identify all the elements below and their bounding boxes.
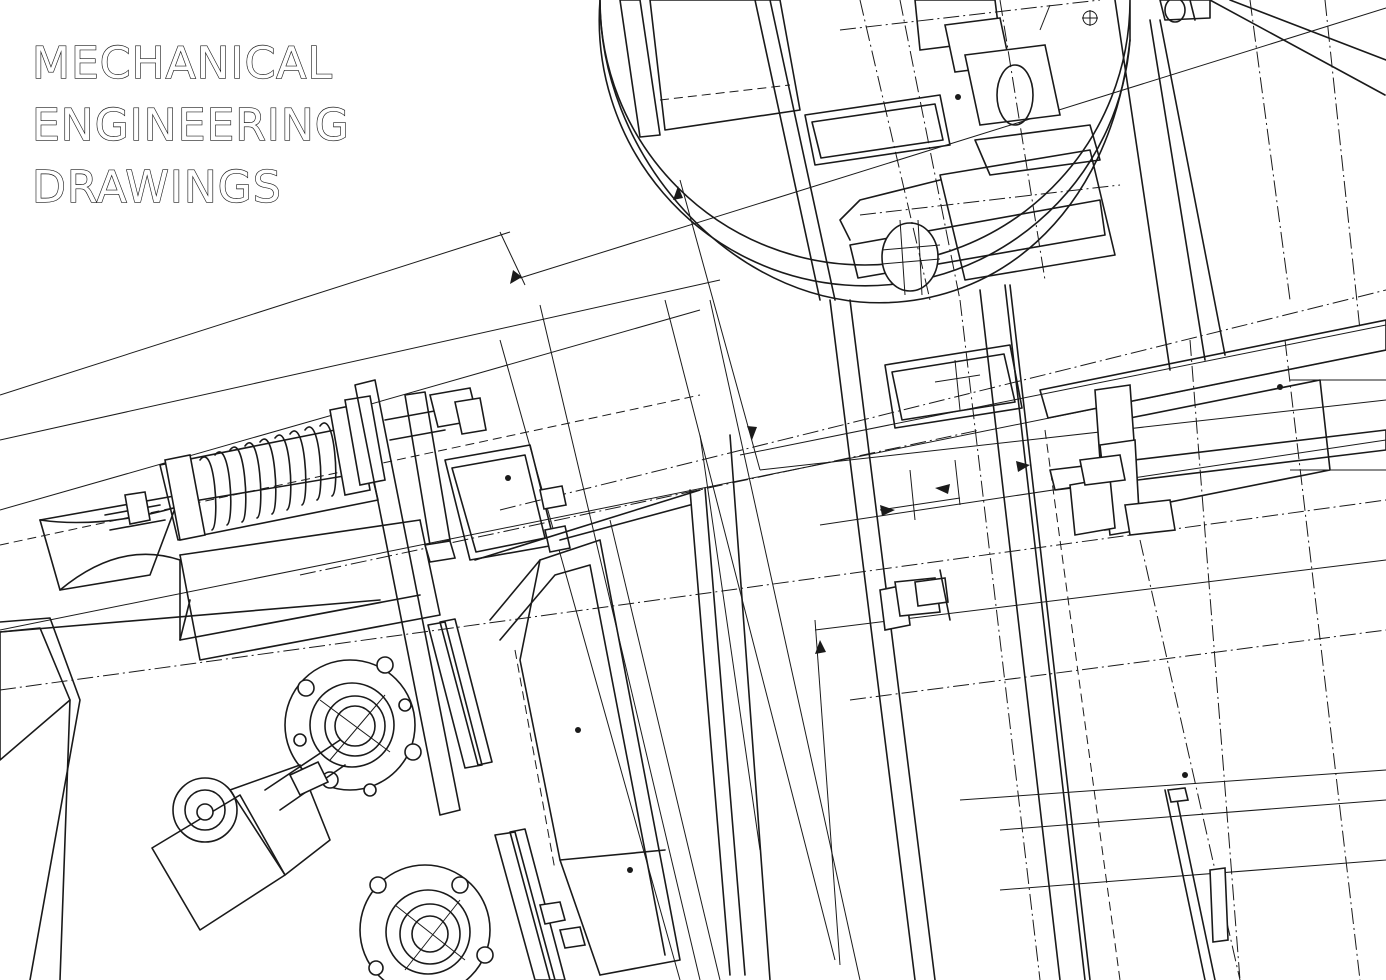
shaft-assembly bbox=[829, 0, 1386, 980]
spring-damper bbox=[104, 395, 446, 541]
flanges bbox=[427, 618, 587, 980]
title-line-2: ENGINEERING bbox=[32, 100, 350, 151]
pipe-valve-upper bbox=[284, 656, 422, 797]
bracket-assembly bbox=[354, 379, 771, 980]
construction-lines bbox=[0, 7, 1386, 980]
link-blocks bbox=[879, 344, 1023, 631]
title-line-3: DRAWINGS bbox=[32, 162, 282, 213]
pipe-valve-lower bbox=[359, 864, 494, 980]
pipe-housing bbox=[0, 469, 441, 980]
title-line-1: MECHANICAL bbox=[32, 38, 333, 89]
chute bbox=[489, 539, 681, 976]
actuator bbox=[151, 739, 346, 931]
detail-view-circle bbox=[598, 0, 1131, 304]
dimension-arrows bbox=[510, 186, 1030, 654]
title: MECHANICAL ENGINEERING DRAWINGS bbox=[31, 37, 350, 213]
